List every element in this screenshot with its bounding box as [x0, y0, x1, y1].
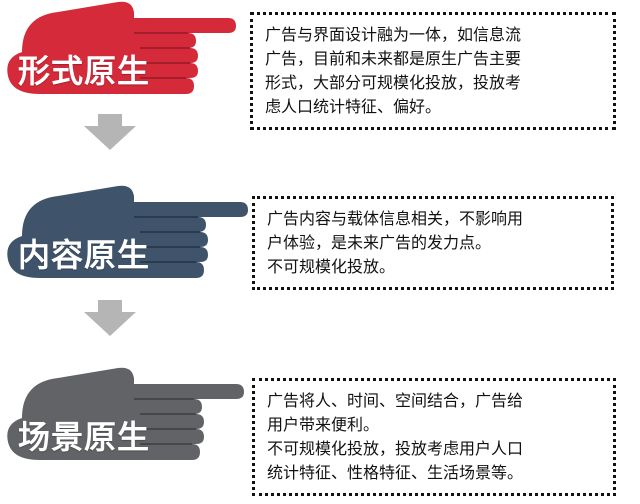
block-label-scene-native: 场景原生 [18, 418, 151, 456]
block-label-form-native: 形式原生 [18, 52, 151, 90]
description-line: 形式，大部分可规模化投放，投放考 [265, 73, 522, 92]
description-line: 不可规模化投放，投放考虑用户人口 [267, 439, 524, 458]
pointing-hand-icon-2 [7, 185, 249, 278]
down-arrow-icon-2 [84, 300, 136, 336]
description-line: 不可规模化投放。 [267, 257, 396, 276]
description-line: 户体验，是未来广告的发力点。 [267, 233, 492, 252]
description-line: 广告，目前和未来都是原生广告主要 [265, 49, 522, 68]
description-box-scene-native: 广告将人、时间、空间结合，广告给 用户带来便利。 不可规模化投放，投放考虑用户人… [252, 378, 616, 496]
description-line: 统计特征、性格特征、生活场景等。 [267, 463, 524, 482]
description-line: 用户带来便利。 [267, 415, 380, 434]
pointing-hand-icon-3 [7, 367, 245, 460]
block-label-content-native: 内容原生 [18, 236, 151, 274]
description-line: 广告将人、时间、空间结合，广告给 [267, 391, 524, 410]
description-line: 虑人口统计特征、偏好。 [265, 97, 442, 116]
pointing-hand-icon-1 [7, 1, 237, 94]
description-line: 广告与界面设计融为一体，如信息流 [265, 25, 522, 44]
description-box-form-native: 广告与界面设计融为一体，如信息流 广告，目前和未来都是原生广告主要 形式，大部分… [250, 12, 616, 130]
description-box-content-native: 广告内容与载体信息相关，不影响用 户体验，是未来广告的发力点。 不可规模化投放。 [252, 196, 614, 290]
down-arrow-icon-1 [84, 114, 136, 150]
description-line: 广告内容与载体信息相关，不影响用 [267, 209, 524, 228]
